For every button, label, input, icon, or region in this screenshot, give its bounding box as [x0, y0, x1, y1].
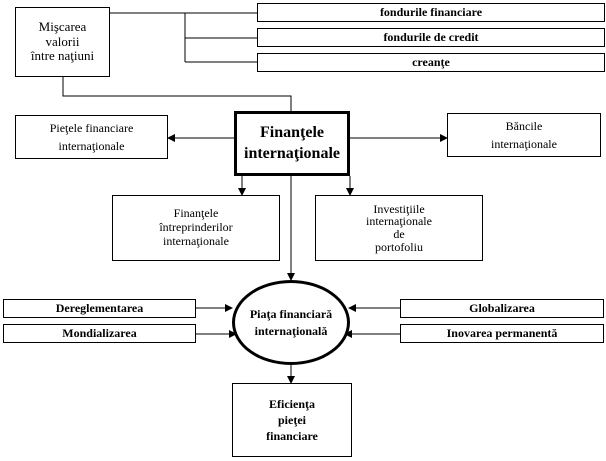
flow-item-financial-funds: fondurile financiare	[257, 3, 605, 22]
international-banks-box: Băncile internaţionale	[447, 113, 601, 157]
connector-flow-to-core	[62, 77, 292, 111]
market-efficiency-box: Eficienţa pieţei financiare	[232, 383, 352, 457]
factor-globalization: Globalizarea	[400, 299, 604, 318]
factor-mondialization: Mondializarea	[3, 324, 196, 343]
capital-flow-box: Mişcarea valorii între naţiuni	[15, 7, 110, 77]
international-finance-box: Finanţele internaţionale	[234, 111, 350, 176]
international-financial-market-oval: Piaţa financiară internaţională	[232, 280, 350, 365]
portfolio-investment-box: Investiţiile internaţionale de portofoli…	[315, 195, 483, 261]
factor-permanent-innovation: Inovarea permanentă	[400, 324, 604, 343]
enterprise-finance-box: Finanţele întreprinderilor internaţional…	[112, 195, 280, 261]
flow-item-receivables: creanţe	[257, 53, 605, 72]
financial-markets-box: Pieţele financiare internaţionale	[15, 115, 168, 159]
flow-item-credit-funds: fondurile de credit	[257, 28, 605, 47]
factor-deregulation: Dereglementarea	[3, 299, 196, 318]
